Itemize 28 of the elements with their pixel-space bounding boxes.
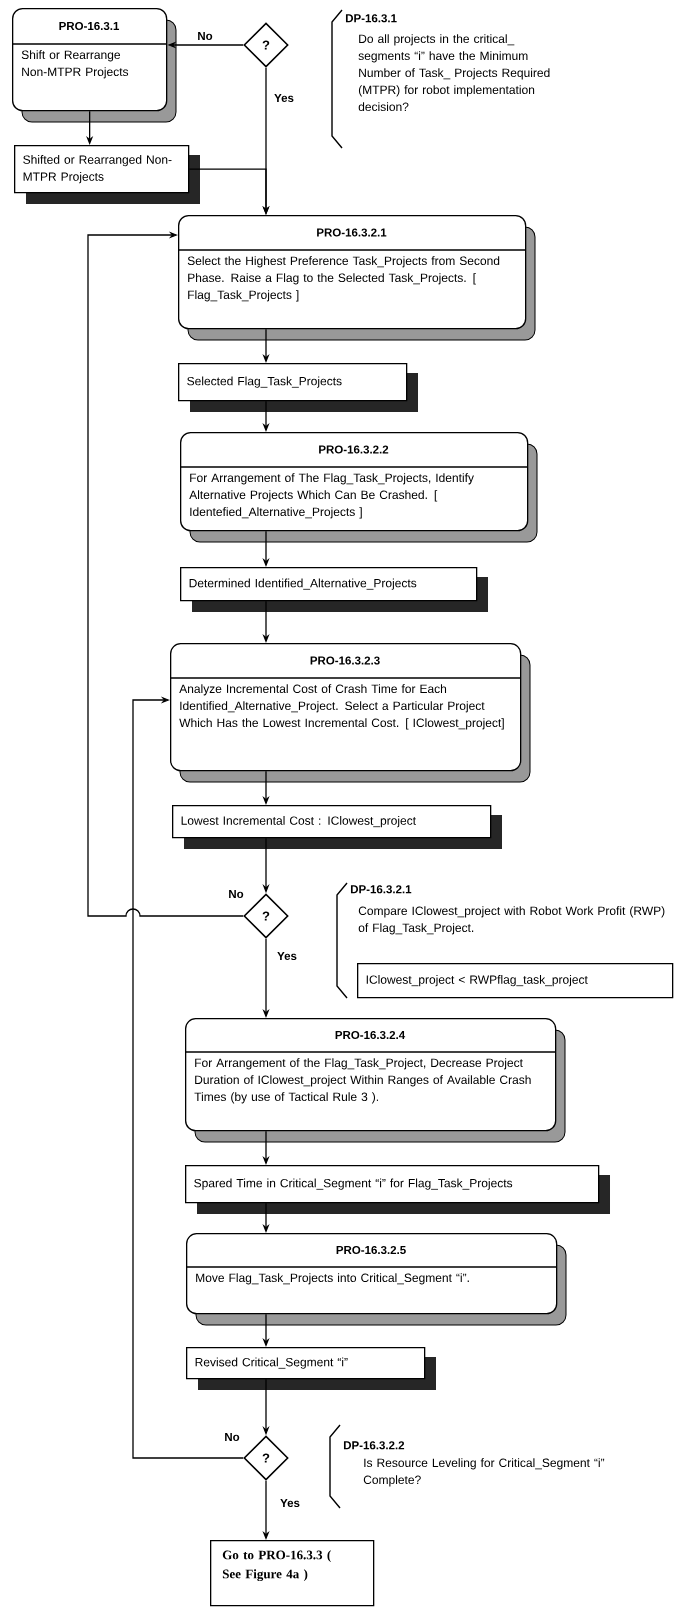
edge-label: No [223, 1432, 241, 1443]
decision-id: DP-16.3.1 [345, 14, 397, 23]
edge-label: Yes [276, 951, 298, 961]
data-box: Determined Identified_Alternative_Projects [180, 567, 488, 612]
process-box: PRO-16.3.2.3 Analyze Incremental Cost of Crash Time for Each Identified_Alternative_Project. Select a Particular Project Which Has the Lowest Incremental Cost. [ IClowest_project] [169, 643, 531, 783]
data-box: Lowest Incremental Cost : IClowest_project [172, 805, 502, 849]
decision-question: Do all projects in the critical_ segments “i” have the Minimum Number of Task_ Projects Required (MTPR) for robot implementation decision? [358, 34, 550, 111]
data-box: Revised Critical_Segment “i” [186, 1347, 436, 1390]
data-box: Selected Flag_Task_Projects [178, 363, 418, 412]
decision-id: DP-16.3.2.1 [350, 885, 412, 894]
decision-question: Is Resource Leveling for Critical_Segment “i” Complete? [363, 1458, 605, 1487]
process-box: PRO-16.3.2.5 Move Flag_Task_Projects into Critical_Segment “i”. [185, 1233, 567, 1326]
arrow [87, 231, 244, 917]
process-box: PRO-16.3.2.1 Select the Highest Preference Task_Projects from Second Phase. Raise a Flag to the Selected Task_Projects. [ Flag_Task_Projects ] [177, 215, 536, 341]
edge-label: No [227, 889, 245, 899]
decision-question: Compare IClowest_project with Robot Work Profit (RWP) of Flag_Task_Project. [358, 906, 665, 935]
formula-box: IClowest_project < RWPflag_task_project [357, 963, 674, 999]
exit-box: Go to PRO-16.3.3 ( See Figure 4a ) [210, 1540, 375, 1607]
edge-label: Yes [273, 93, 295, 103]
data-box: Spared Time in Critical_Segment “i” for Flag_Task_Projects [185, 1165, 610, 1214]
data-box: Shifted or Rearranged Non-MTPR Projects [14, 145, 200, 204]
process-box: PRO-16.3.2.2 For Arrangement of The Flag_Task_Projects, Identify Alternative Projects Which Can Be Crashed. [ Identefied_Alternative_Projects ] [179, 432, 538, 543]
edge-label: Yes [279, 1498, 301, 1509]
process-box: PRO-16.3.1 Shift or Rearrange Non-MTPR Projects [11, 8, 177, 123]
edge-label: No [196, 31, 214, 41]
process-box: PRO-16.3.2.4 For Arrangement of the Flag_Task_Project, Decrease Project Duration of IClowest_project Within Ranges of Available Crash Times (by use of Tactical Rule 3 ). [184, 1018, 566, 1143]
arrow [132, 696, 244, 1459]
decision-id: DP-16.3.2.2 [343, 1441, 405, 1450]
